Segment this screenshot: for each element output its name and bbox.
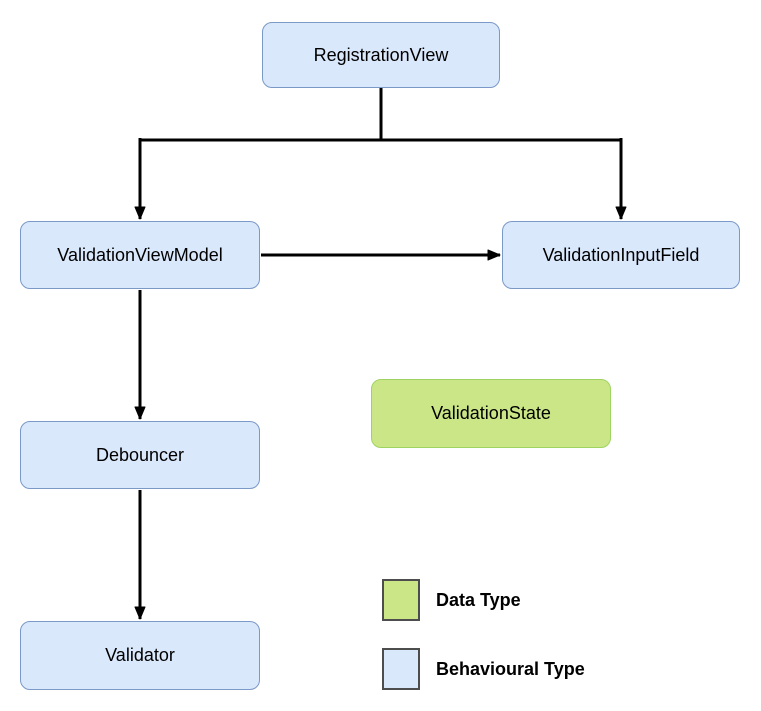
legend-label: Behavioural Type (436, 658, 585, 679)
legend-label: Data Type (436, 589, 521, 610)
node-validation-view-model: ValidationViewModel (20, 221, 260, 289)
legend-swatch-behavioural-type (382, 648, 420, 690)
node-label: ValidationState (431, 403, 551, 423)
node-label: ValidationViewModel (57, 244, 223, 265)
node-label: RegistrationView (313, 44, 449, 65)
node-label: Debouncer (95, 444, 185, 465)
legend-item-behavioural-type: Behavioural Type (382, 648, 585, 690)
legend-swatch-data-type (382, 579, 420, 621)
node-validation-input-field: ValidationInputField (502, 221, 740, 289)
node-validator: Validator (20, 621, 260, 690)
legend-item-data-type: Data Type (382, 579, 521, 621)
node-registration-view: RegistrationView (262, 22, 500, 88)
node-label: Validator (105, 645, 175, 665)
node-debouncer: Debouncer (20, 421, 260, 489)
node-validation-state: ValidationState (371, 379, 611, 448)
node-label: ValidationInputField (542, 244, 700, 265)
